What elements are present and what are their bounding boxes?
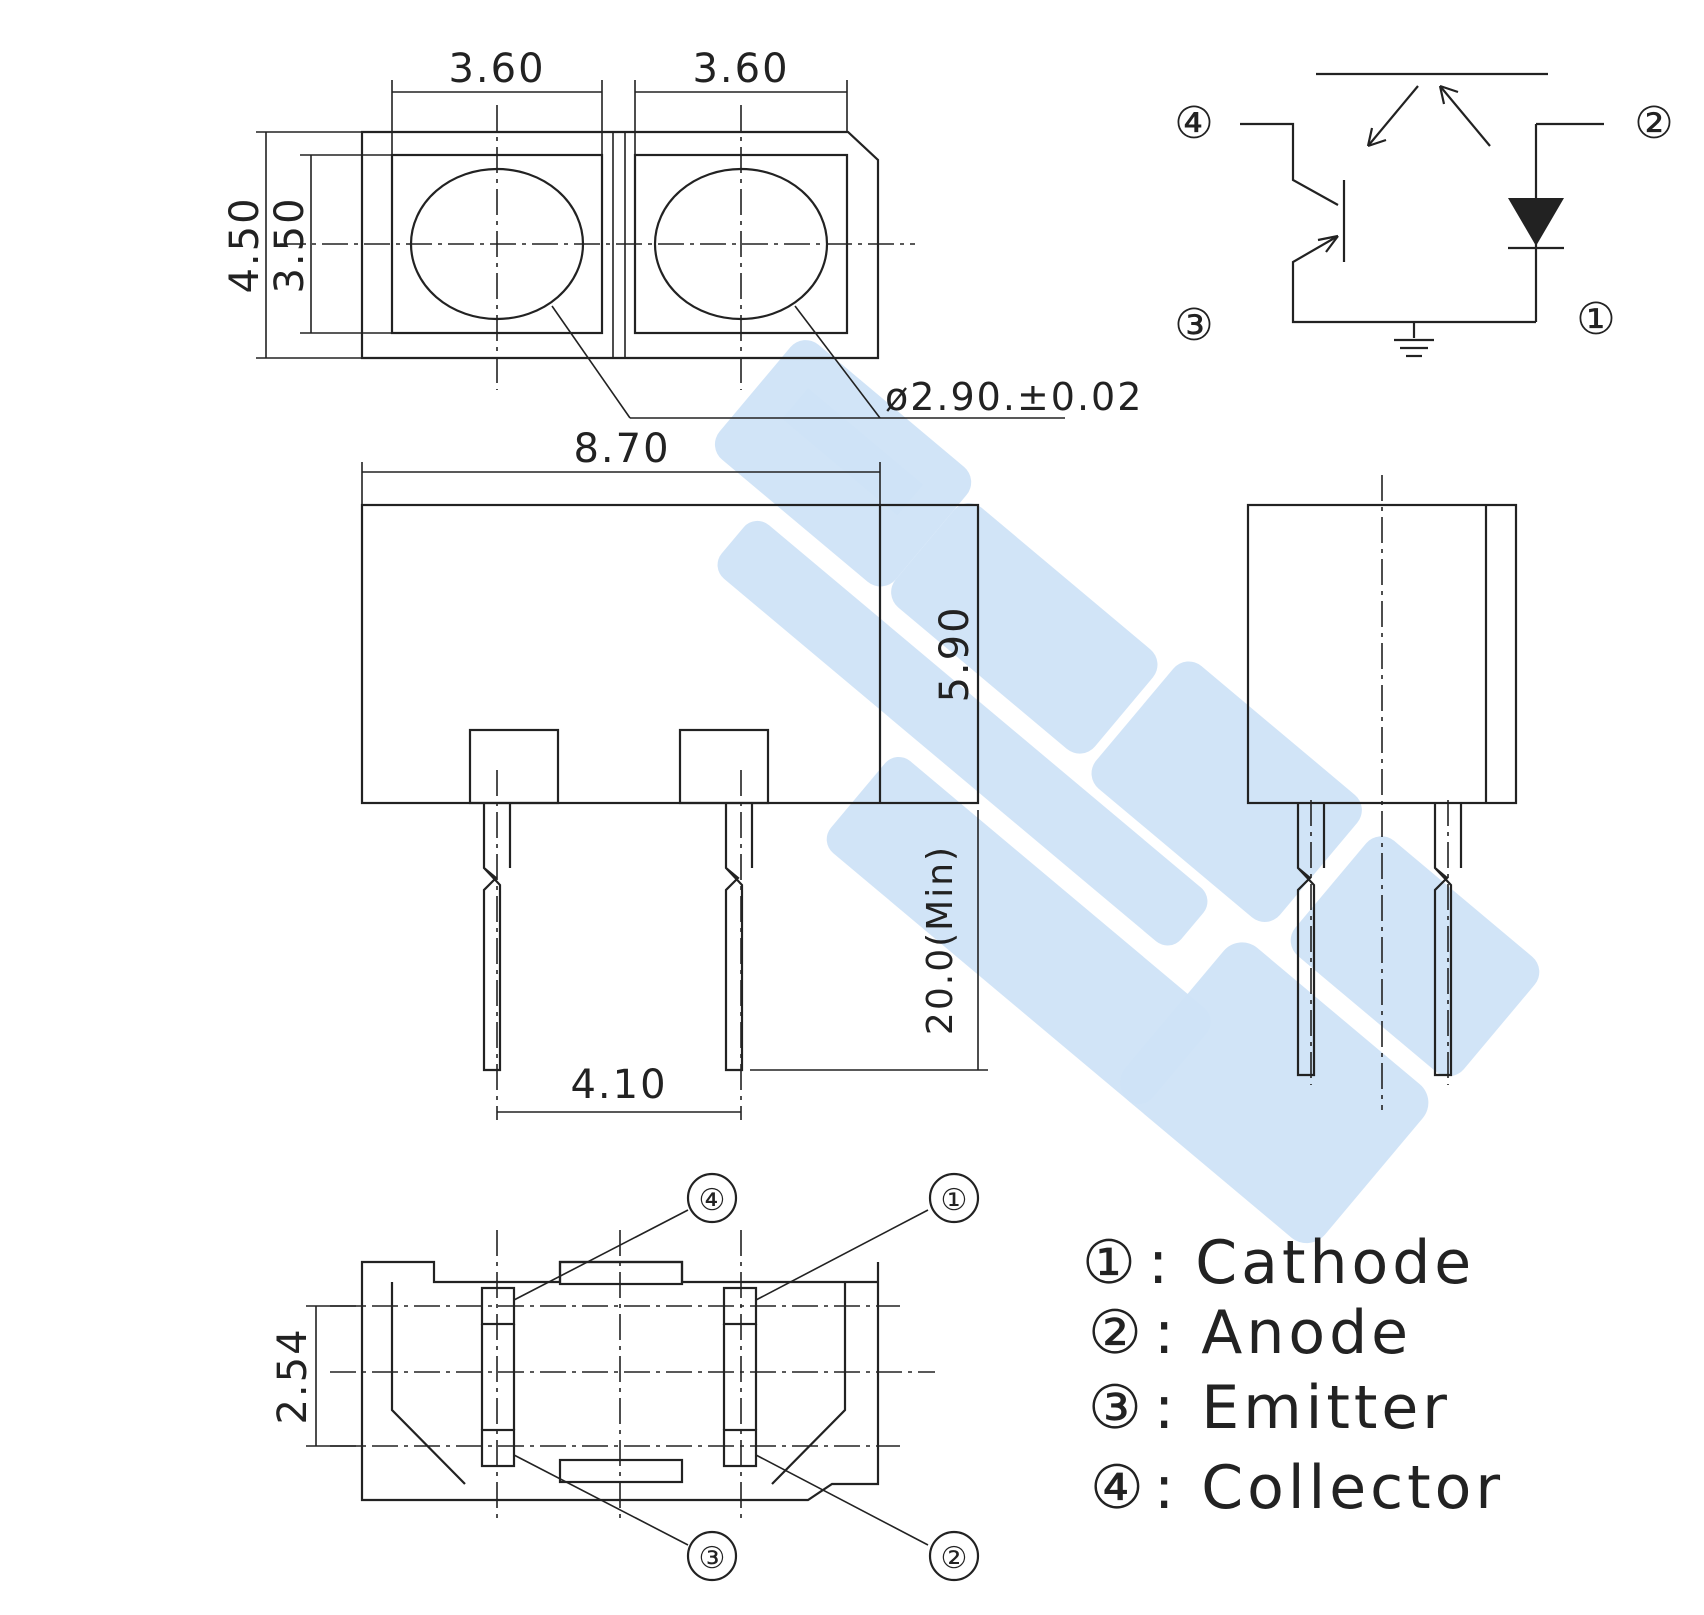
- front-view: 8.70 5.90 20.0(Min) 4.10: [360, 426, 988, 1120]
- schematic-pin-2: ②: [1634, 98, 1673, 149]
- dim-pin-row-pitch: 2.54: [270, 1327, 316, 1424]
- legend-anode-mark: ②: [1088, 1298, 1146, 1368]
- side-view: [1246, 475, 1518, 1110]
- legend-collector-label: : Collector: [1154, 1453, 1504, 1523]
- legend-cathode-label: : Cathode: [1148, 1228, 1475, 1298]
- dim-lens-pitch-left: 3.60: [448, 46, 545, 92]
- schematic-pin-4: ④: [1174, 98, 1213, 149]
- schematic-pin-1: ①: [1576, 294, 1615, 345]
- footprint-pin-1: ①: [941, 1183, 968, 1218]
- legend-collector-mark: ④: [1090, 1453, 1148, 1523]
- dim-window-height: 3.50: [267, 196, 313, 293]
- dim-lens-pitch-right: 3.60: [692, 46, 789, 92]
- dim-lens-diameter: ø2.90.±0.02: [885, 375, 1143, 419]
- dim-body-width: 8.70: [573, 426, 670, 472]
- top-view: 3.60 3.60 4.50 3.50 ø2.90.±0.02: [222, 46, 1143, 419]
- footprint-pin-3: ③: [699, 1541, 726, 1576]
- legend-emitter-mark: ③: [1088, 1373, 1146, 1443]
- legend-anode-label: : Anode: [1154, 1298, 1412, 1368]
- footprint-pin-4: ④: [699, 1183, 726, 1218]
- pin-legend: ① : Cathode ② : Anode ③ : Emitter ④ : Co…: [1082, 1228, 1504, 1523]
- legend-cathode-mark: ①: [1082, 1228, 1140, 1298]
- footprint-pin-2: ②: [941, 1541, 968, 1576]
- dim-lead-length: 20.0(Min): [920, 845, 961, 1035]
- dim-body-depth: 5.90: [932, 605, 978, 702]
- dim-lead-pitch: 4.10: [570, 1062, 667, 1108]
- watermark-logo: [714, 340, 1540, 1244]
- schematic-symbol: ④ ② ③ ①: [1174, 72, 1674, 358]
- schematic-pin-3: ③: [1174, 300, 1213, 351]
- diode-symbol: [1508, 198, 1564, 246]
- dim-body-height: 4.50: [222, 196, 268, 293]
- legend-emitter-label: : Emitter: [1154, 1373, 1451, 1443]
- bottom-view: 2.54 ④ ① ③ ②: [270, 1172, 980, 1582]
